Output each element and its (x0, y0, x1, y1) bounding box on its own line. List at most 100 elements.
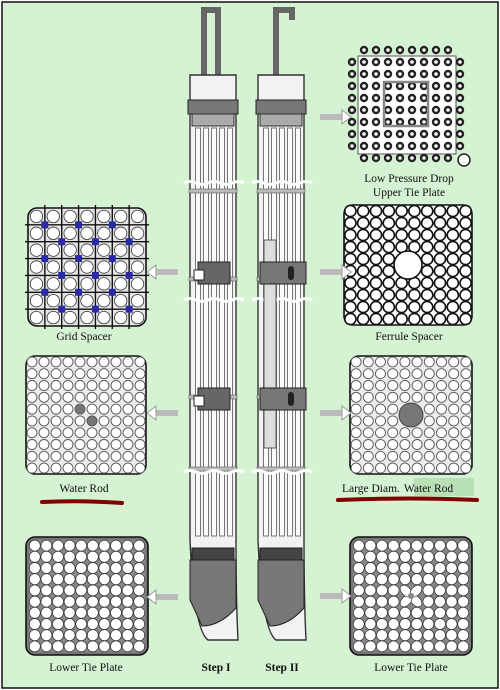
fuel-rod-cell (130, 310, 145, 325)
bolt-hole-center (374, 60, 378, 64)
flow-hole (52, 539, 64, 552)
flow-hole (445, 539, 458, 552)
ferrule (382, 240, 396, 254)
fuel-rod (460, 391, 472, 403)
fuel-rod (436, 439, 447, 450)
upper-tie-plate (255, 99, 307, 115)
fuel-rod (50, 403, 62, 415)
flow-hole (63, 562, 76, 574)
lower-tie-plate-right-panel (349, 536, 473, 656)
fuel-rod (38, 450, 50, 462)
flow-hole (434, 539, 446, 552)
flow-hole (121, 640, 134, 653)
bolt-hole-center (374, 132, 378, 136)
bolt-hole-center (350, 72, 354, 76)
fuel-rod (122, 439, 134, 450)
fuel-rod (98, 415, 110, 427)
flow-hole (52, 595, 64, 608)
ferrule (420, 252, 434, 266)
spring-clip (41, 221, 49, 229)
cut-line (251, 180, 313, 186)
flow-hole (352, 550, 365, 563)
fuel-rod-cell (46, 260, 60, 274)
fuel-rod (122, 368, 134, 380)
flow-hole (399, 573, 412, 586)
flow-hole (110, 595, 122, 608)
ferrule (407, 312, 421, 326)
fuel-rod-cell (97, 294, 111, 308)
fuel-rod (350, 450, 362, 462)
fuel-rod (86, 368, 98, 380)
fuel-rod (350, 427, 362, 439)
ferrule (433, 276, 447, 290)
cut-line (183, 469, 245, 475)
bolt-hole-center (374, 96, 378, 100)
spring-clip (75, 288, 83, 296)
flow-hole (387, 629, 400, 642)
flow-hole (352, 573, 365, 586)
fuel-rod (122, 450, 134, 462)
flow-hole (110, 562, 122, 574)
flow-hole (75, 640, 88, 653)
bolt-hole-center (398, 132, 402, 136)
fuel-rod (26, 450, 38, 462)
flow-hole (387, 595, 400, 608)
fuel-rod (399, 450, 411, 462)
fuel-rod (86, 462, 98, 474)
flow-hole (28, 595, 41, 608)
flow-hole (86, 595, 99, 608)
spacer-band (188, 188, 238, 194)
flow-hole (422, 584, 435, 597)
water-rod-label: Water Rod (59, 483, 108, 495)
fuel-rod-cell (97, 310, 111, 325)
arrow-head (146, 263, 157, 281)
flow-hole (387, 539, 400, 552)
spring-clip (125, 305, 133, 313)
fuel-rod-cell (80, 226, 94, 240)
bolt-hole-center (374, 72, 378, 76)
fuel-rod-cell (63, 277, 77, 291)
ferrule (459, 252, 472, 266)
fuel-rod (436, 356, 447, 368)
fuel-rod (423, 368, 435, 380)
bolt-hole-center (410, 132, 414, 136)
flow-hole (410, 562, 423, 574)
fuel-rod-cell (130, 260, 145, 274)
fuel-rod-cell (46, 277, 60, 291)
arrow-right-icon (320, 108, 352, 126)
fuel-rod-cell (114, 209, 128, 224)
flow-hole (75, 562, 88, 574)
flow-hole (110, 550, 122, 563)
fuel-rod (350, 462, 362, 474)
ferrule (459, 264, 472, 278)
flow-hole (410, 550, 423, 563)
flow-hole (410, 539, 423, 552)
flow-hole (399, 640, 412, 653)
fuel-rod (38, 391, 50, 403)
fuel-rod (110, 415, 122, 427)
ferrule (420, 216, 434, 230)
ferrule (356, 264, 370, 278)
flow-hole (40, 595, 53, 608)
flow-hole (457, 550, 470, 563)
fuel-rod (26, 462, 38, 474)
water-rod-center (408, 593, 414, 599)
flow-hole (410, 618, 423, 630)
bolt-hole-center (410, 48, 414, 52)
fuel-rod (50, 391, 62, 403)
flow-hole (98, 629, 111, 642)
ferrule (459, 300, 472, 314)
fuel-rod (362, 450, 374, 462)
bolt-hole-center (398, 72, 402, 76)
fuel-rod (26, 391, 38, 403)
fuel-rod-cell (114, 310, 128, 325)
fuel-rod (448, 439, 460, 450)
flow-hole (28, 539, 41, 552)
fuel-rod (287, 127, 293, 537)
ferrule (382, 228, 396, 242)
cut-line (251, 469, 313, 475)
fuel-rod-cell (63, 243, 77, 257)
ferrule (356, 228, 370, 242)
fuel-rod (74, 391, 86, 403)
